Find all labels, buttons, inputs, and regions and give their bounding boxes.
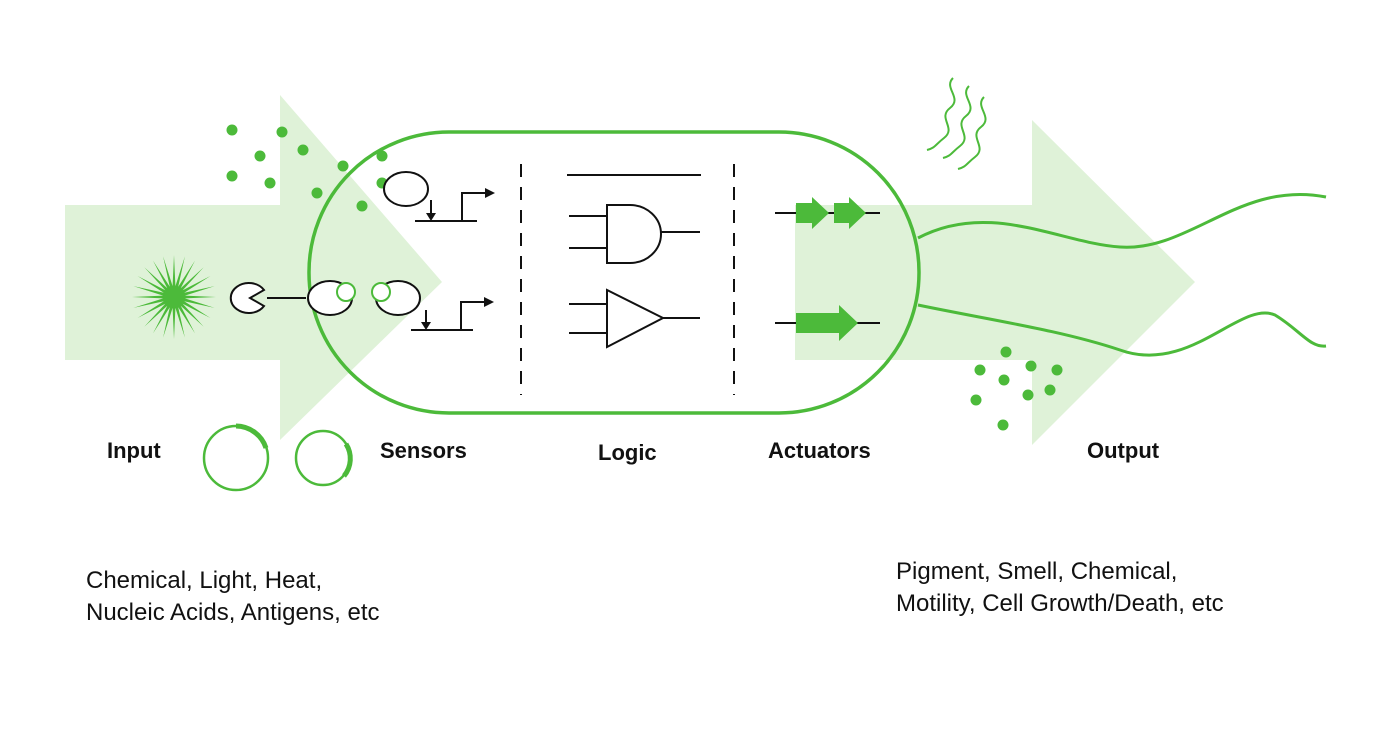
input-flow-arrow bbox=[65, 95, 442, 440]
stage-label-logic: Logic bbox=[598, 440, 657, 465]
input-molecules bbox=[226, 124, 388, 212]
stage-label-sensors: Sensors bbox=[380, 438, 467, 463]
output-examples-line-1: Pigment, Smell, Chemical, bbox=[896, 558, 1178, 585]
stage-label-input: Input bbox=[107, 438, 161, 463]
output-flow-arrow bbox=[795, 120, 1195, 445]
stage-label-actuators: Actuators bbox=[768, 438, 871, 463]
light-burst-shape bbox=[132, 255, 216, 339]
input-examples: Chemical, Light, Heat, Nucleic Acids, An… bbox=[86, 565, 379, 629]
smell-waves-icon bbox=[926, 77, 987, 170]
cell-body bbox=[307, 130, 921, 415]
flagella-icon bbox=[917, 192, 1327, 357]
bound-molecule bbox=[336, 282, 356, 302]
transcription-factor-top bbox=[383, 171, 429, 207]
receptor-icon bbox=[229, 282, 266, 314]
plasmid-icon bbox=[294, 429, 353, 487]
gene-arrow-icon bbox=[775, 305, 880, 341]
bound-molecule bbox=[371, 282, 391, 302]
buffer-gate-icon bbox=[569, 288, 700, 349]
stage-label-output: Output bbox=[1087, 438, 1160, 463]
plasmid-icon bbox=[202, 423, 270, 492]
input-examples-line-2: Nucleic Acids, Antigens, etc bbox=[86, 599, 380, 626]
and-gate-icon bbox=[569, 204, 700, 264]
output-examples-line-2: Motility, Cell Growth/Death, etc bbox=[896, 590, 1224, 617]
light-burst-icon bbox=[132, 255, 216, 339]
output-molecules bbox=[970, 346, 1063, 431]
gene-arrow-icon bbox=[775, 197, 880, 229]
output-examples: Pigment, Smell, Chemical, Motility, Cell… bbox=[896, 556, 1224, 620]
input-examples-line-1: Chemical, Light, Heat, bbox=[86, 567, 323, 594]
promoter-arrow-icon bbox=[411, 301, 484, 331]
